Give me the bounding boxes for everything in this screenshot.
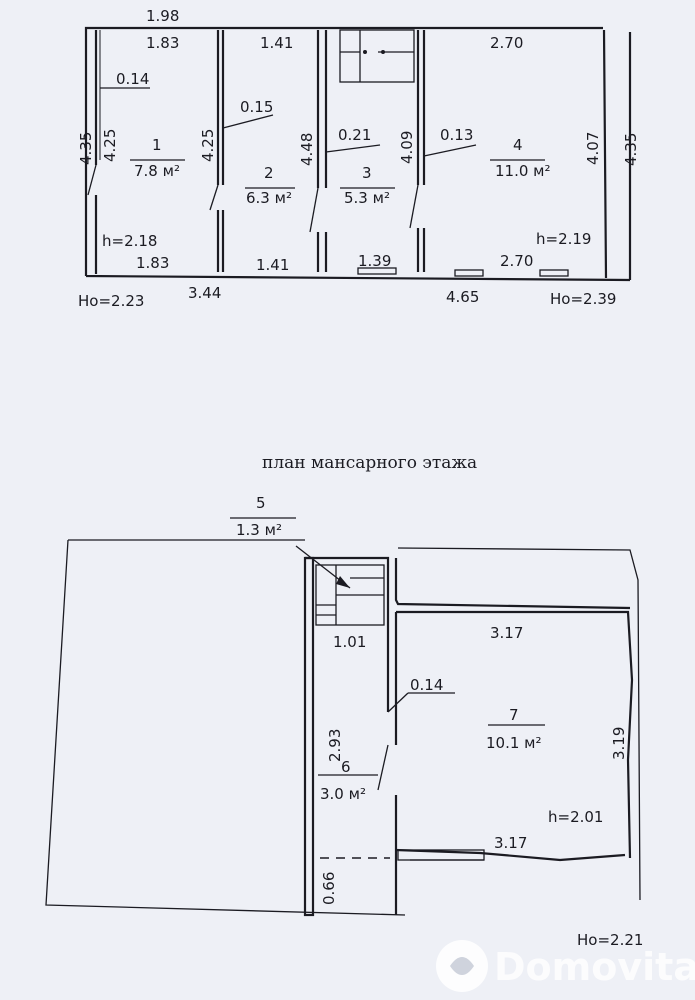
room-5-area: 1.3 м² [236,521,282,539]
dim-room1-bottom: 1.83 [136,254,169,272]
dim-room7-bottom: 3.17 [494,834,527,852]
dim-left-outer: 4.35 [77,132,95,165]
dim-right-outer: 4.35 [622,133,640,166]
dim-room1-top: 1.83 [146,34,179,52]
room-5-number: 5 [256,494,266,512]
dim-room2-bottom: 1.41 [256,256,289,274]
dim-attic-wall: 0.14 [410,676,443,694]
watermark-text: Domovita [494,945,695,989]
room-4-area: 11.0 м² [495,162,551,180]
dim-room6-small: 0.66 [320,872,338,905]
outer-wall [84,26,632,282]
dim-overall-left: 3.44 [188,284,221,302]
ho-right: Ho=2.39 [550,290,616,308]
dim-room4-top: 2.70 [490,34,523,52]
dim-wall-3: 0.21 [338,126,371,144]
room-6-area: 3.0 м² [320,785,366,803]
dim-room4-height: 4.07 [584,132,602,165]
dim-overall-right: 4.65 [446,288,479,306]
room-1-area: 7.8 м² [134,162,180,180]
room-7-area: 10.1 м² [486,734,542,752]
room-1-number: 1 [152,136,162,154]
room-7-number: 7 [509,706,519,724]
dim-wall-4: 0.13 [440,126,473,144]
dim-stair-width: 1.01 [333,633,366,651]
height-right: h=2.19 [536,230,591,248]
dim-room2-top: 1.41 [260,34,293,52]
room-3-area: 5.3 м² [344,189,390,207]
attic-height: h=2.01 [548,808,603,826]
height-left: h=2.18 [102,232,157,250]
dim-room3-bottom: 1.39 [358,252,391,270]
room-2-number: 2 [264,164,274,182]
dim-room2-height: 4.25 [199,129,217,162]
dim-wall-2: 0.15 [240,98,273,116]
dim-top-overall: 1.98 [146,7,179,25]
ho-left: Ho=2.23 [78,292,144,310]
dim-room4-bottom: 2.70 [500,252,533,270]
attic-stair-icon [315,564,385,626]
attic-ho: Ho=2.21 [577,931,643,949]
domovita-logo: Domovita [436,940,695,992]
dim-wall-1: 0.14 [116,70,149,88]
attic-floor-plan [45,517,641,917]
ground-floor-plan [84,26,632,282]
room-4-number: 4 [513,136,523,154]
room-6-number: 6 [341,758,351,776]
room-3-number: 3 [362,164,372,182]
dim-room7-top: 3.17 [490,624,523,642]
dim-room3-right: 4.09 [398,131,416,164]
dim-room6-height: 2.93 [326,729,344,762]
dim-room1-height: 4.25 [101,129,119,162]
attic-plan-caption: план мансарного этажа [262,453,477,473]
stair-icon [339,29,415,83]
dim-room3-height: 4.48 [298,133,316,166]
dim-room7-height: 3.19 [610,727,628,760]
attic-roof-outline [45,539,406,916]
room-2-area: 6.3 м² [246,189,292,207]
